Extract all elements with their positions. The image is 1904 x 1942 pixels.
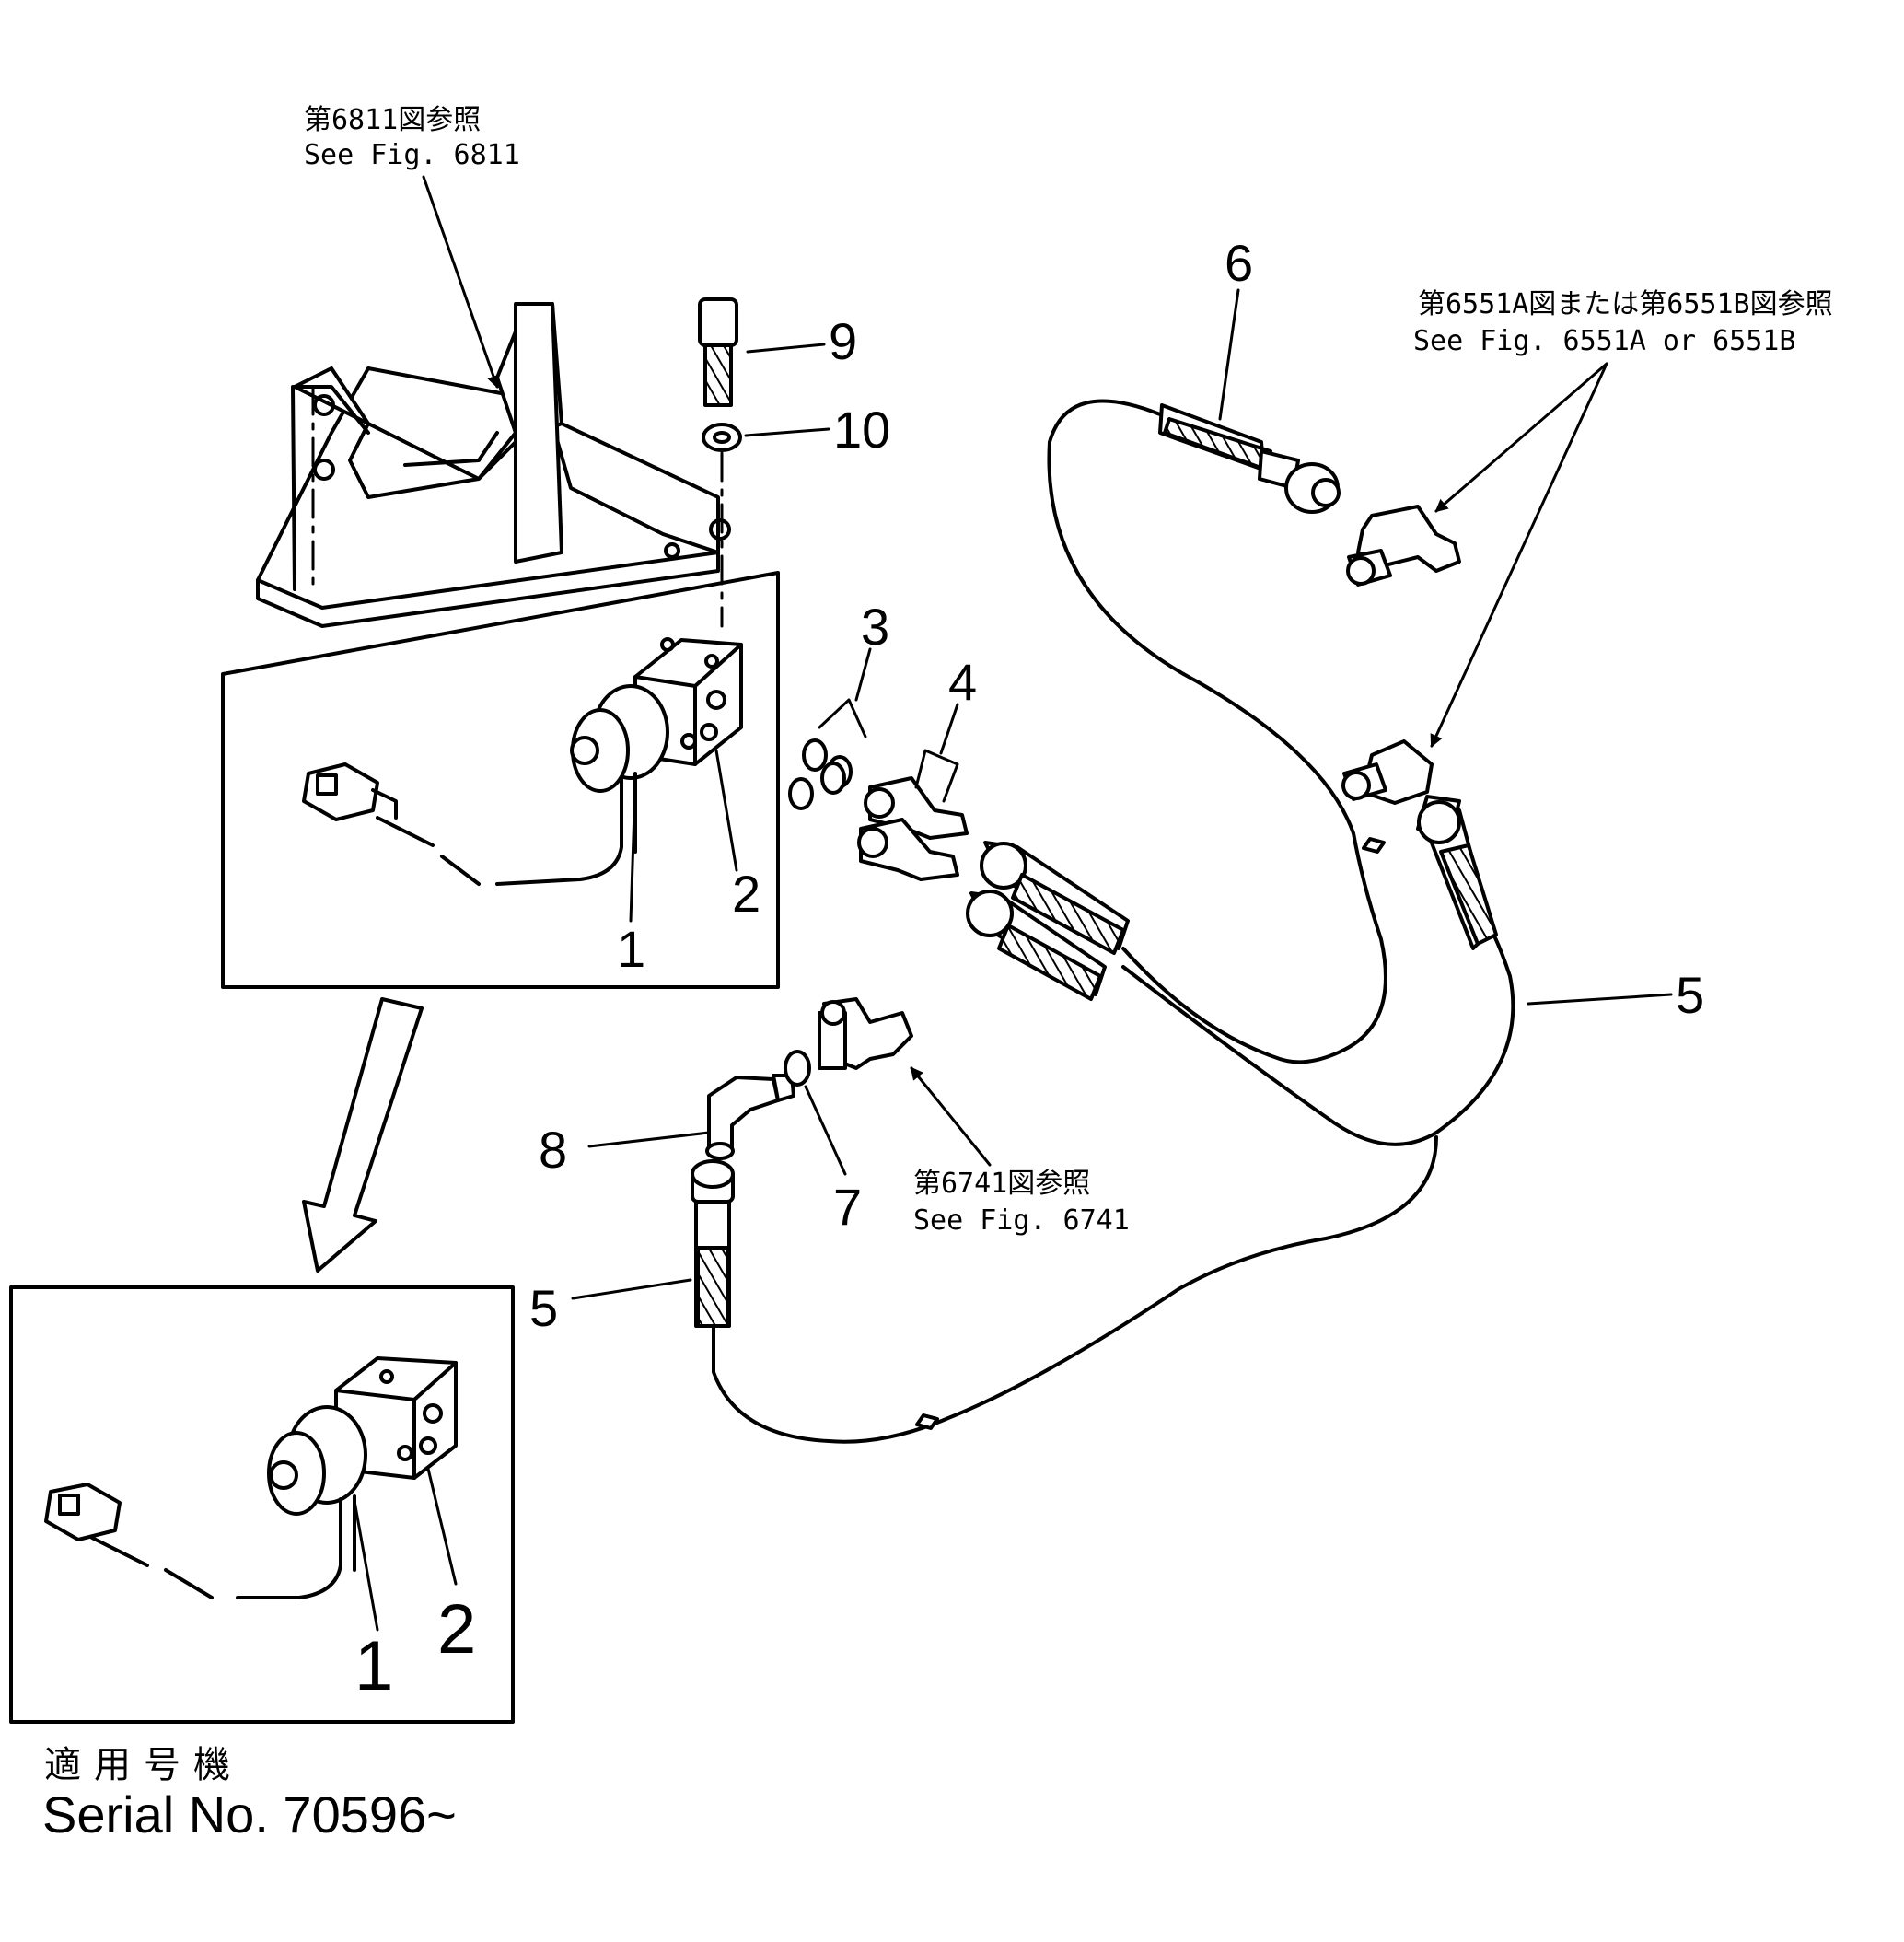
- callout-4: 4: [948, 653, 977, 711]
- inset-callout-2-leader: [426, 1467, 458, 1586]
- hose-6: [1047, 399, 1387, 1064]
- callout-10: 10: [833, 401, 890, 459]
- ref-fig6551-leader-a: [1434, 362, 1608, 513]
- inset-frame: [9, 1285, 515, 1724]
- ref-fig6741-leader: [910, 1066, 992, 1167]
- callout-8: 8: [539, 1121, 567, 1179]
- callout-5b-leader: [571, 1278, 692, 1300]
- mounting-bracket: [256, 302, 731, 628]
- ref-fig6551-leader-b: [1430, 362, 1608, 748]
- ref-fig6811-leader: [422, 175, 500, 389]
- inset-callout-1-leader: [353, 1499, 379, 1632]
- inset-callout-2: 2: [437, 1590, 476, 1669]
- o-rings-3: [788, 738, 853, 810]
- callout-3-bracket: [818, 698, 867, 738]
- callout-6-leader: [1218, 288, 1240, 421]
- ref-fig6741-jp: 第6741図参照: [913, 1168, 1090, 1200]
- inset-arrow: [302, 997, 424, 1273]
- callout-1-leader: [629, 779, 637, 923]
- ref-fig6551-jp: 第6551A図または第6551B図参照: [1418, 288, 1833, 320]
- hose-5: [691, 795, 1515, 1444]
- callout-9: 9: [829, 312, 857, 370]
- callout-5a-leader: [1527, 993, 1673, 1006]
- callout-7: 7: [833, 1178, 862, 1236]
- ref-fig6741-en: See Fig. 6741: [913, 1204, 1130, 1237]
- callout-5b: 5: [529, 1279, 558, 1337]
- inset-callout-1: 1: [354, 1627, 393, 1705]
- hose-ends: [966, 841, 1130, 1001]
- ref-fig6811-en: See Fig. 6811: [304, 139, 520, 171]
- serial-label-jp: 適用号機: [44, 1744, 243, 1786]
- callout-9-leader: [746, 343, 826, 354]
- callout-7-leader: [804, 1085, 847, 1176]
- tee-fitting-upper: [1346, 505, 1461, 587]
- fittings-4: [857, 776, 969, 881]
- tee-fitting-6741: [818, 997, 913, 1070]
- callout-2: 2: [732, 865, 760, 923]
- valve-frame: [221, 571, 780, 989]
- callout-2-leader: [714, 749, 738, 872]
- callout-6: 6: [1225, 234, 1253, 292]
- bolt-9: [698, 297, 738, 407]
- tee-fitting-lower: [1341, 739, 1434, 805]
- ref-fig6811-jp: 第6811図参照: [304, 104, 481, 136]
- callout-8-leader: [587, 1131, 711, 1148]
- callout-3-leader: [854, 647, 872, 702]
- washer-10: [702, 423, 742, 452]
- callout-4-leader: [939, 703, 959, 755]
- callout-3: 3: [861, 598, 889, 656]
- callout-4-bracket: [914, 749, 959, 803]
- callout-1: 1: [617, 920, 645, 978]
- ref-fig6551-en: See Fig. 6551A or 6551B: [1413, 325, 1795, 357]
- o-ring-7: [784, 1050, 811, 1087]
- callout-5a: 5: [1676, 966, 1704, 1024]
- serial-label-en: Serial No. 70596~: [42, 1785, 457, 1843]
- elbow-8: [705, 1074, 795, 1160]
- callout-10-leader: [744, 427, 830, 437]
